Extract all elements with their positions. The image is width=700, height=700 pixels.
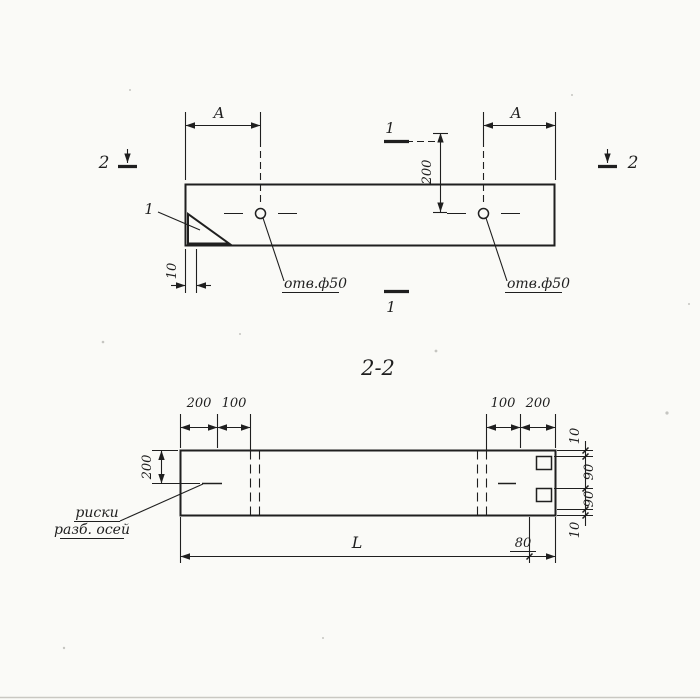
section-title: 2-2 bbox=[360, 356, 395, 380]
top-dims-right: 100 200 bbox=[485, 396, 557, 450]
dim-100-right-label: 100 bbox=[491, 396, 516, 411]
dimension-10-edge: 10 bbox=[165, 249, 211, 293]
speck bbox=[571, 94, 573, 96]
section-2-marks: 2 2 bbox=[98, 149, 639, 173]
speck bbox=[239, 333, 241, 335]
speck bbox=[665, 411, 669, 415]
axis-note-leader bbox=[119, 483, 204, 522]
hole-callout-left: отв.ф50 bbox=[262, 217, 347, 294]
hole-callout-right: отв.ф50 bbox=[485, 217, 570, 294]
length-dimension: L 80 bbox=[179, 517, 557, 563]
plan-view: 1 отв.ф50 отв.ф50 A bbox=[98, 104, 639, 316]
corner-detail-triangle bbox=[187, 212, 233, 245]
dimension-tick bbox=[581, 505, 590, 514]
embed-slot-bottom bbox=[535, 487, 553, 503]
dim-100-left-label: 100 bbox=[222, 396, 247, 411]
speck bbox=[688, 303, 690, 305]
dim-200-right-label: 200 bbox=[525, 396, 551, 411]
detail-mark-label: 1 bbox=[144, 200, 154, 218]
embed-slot-top bbox=[535, 455, 553, 471]
beam-outline bbox=[184, 183, 556, 247]
detail-leader bbox=[157, 211, 201, 231]
height-dim-label: 200 bbox=[140, 455, 155, 481]
speck bbox=[434, 349, 438, 353]
height-dimension: 200 bbox=[140, 449, 200, 485]
section-1-top-label: 1 bbox=[385, 119, 395, 137]
dimension-a-left: A bbox=[184, 104, 262, 204]
hole-left-label: отв.ф50 bbox=[284, 276, 347, 292]
speck bbox=[322, 637, 324, 639]
hole-right-leader bbox=[485, 217, 508, 282]
hole-right-label: отв.ф50 bbox=[507, 276, 570, 292]
hole-right bbox=[477, 207, 490, 220]
axis-note-line2: разб. осей bbox=[54, 522, 130, 538]
section-2-left-label: 2 bbox=[98, 153, 110, 173]
chain-dim-90-b-label: 90 bbox=[582, 491, 597, 508]
right-chain-dims: 10 90 90 10 bbox=[554, 428, 597, 539]
speck bbox=[62, 646, 66, 650]
speck bbox=[101, 340, 105, 344]
dimension-tick bbox=[581, 511, 590, 520]
dim-200-left-label: 200 bbox=[186, 396, 212, 411]
section-1-bottom-label: 1 bbox=[386, 298, 396, 316]
dim-10-label: 10 bbox=[165, 263, 180, 280]
section-1-marks: 1 1 bbox=[384, 119, 409, 316]
section-body bbox=[179, 449, 557, 517]
axis-note-line1: риски bbox=[75, 505, 118, 521]
dim-200-label: 200 bbox=[420, 160, 435, 186]
section-view: 2-2 200 100 100 bbox=[54, 356, 597, 563]
scan-artifacts bbox=[0, 89, 700, 699]
hole-left bbox=[254, 207, 267, 220]
detail-callout: 1 bbox=[144, 200, 201, 231]
top-dims-left: 200 100 bbox=[179, 396, 252, 450]
chain-dim-10-bottom-label: 10 bbox=[568, 522, 583, 539]
speck bbox=[129, 89, 131, 91]
chain-dim-90-a-label: 90 bbox=[582, 464, 597, 481]
length-dim-label: L bbox=[351, 533, 363, 552]
dimension-a-right: A bbox=[482, 104, 557, 204]
beam bbox=[184, 183, 556, 247]
end-dim-label: 80 bbox=[515, 536, 532, 551]
holes bbox=[224, 207, 520, 220]
dimension-tick bbox=[581, 484, 590, 493]
axis-note-callout: риски разб. осей bbox=[54, 483, 204, 540]
dim-a-left-label: A bbox=[212, 104, 225, 122]
dimension-tick bbox=[525, 552, 534, 561]
section-2-right-label: 2 bbox=[627, 153, 639, 173]
dimension-200-offset: 200 bbox=[406, 132, 448, 214]
dim-a-right-label: A bbox=[509, 104, 522, 122]
dimension-tick bbox=[581, 446, 590, 455]
hole-left-leader bbox=[262, 217, 285, 282]
dimension-tick bbox=[581, 452, 590, 461]
chain-dim-10-top-label: 10 bbox=[568, 428, 583, 445]
